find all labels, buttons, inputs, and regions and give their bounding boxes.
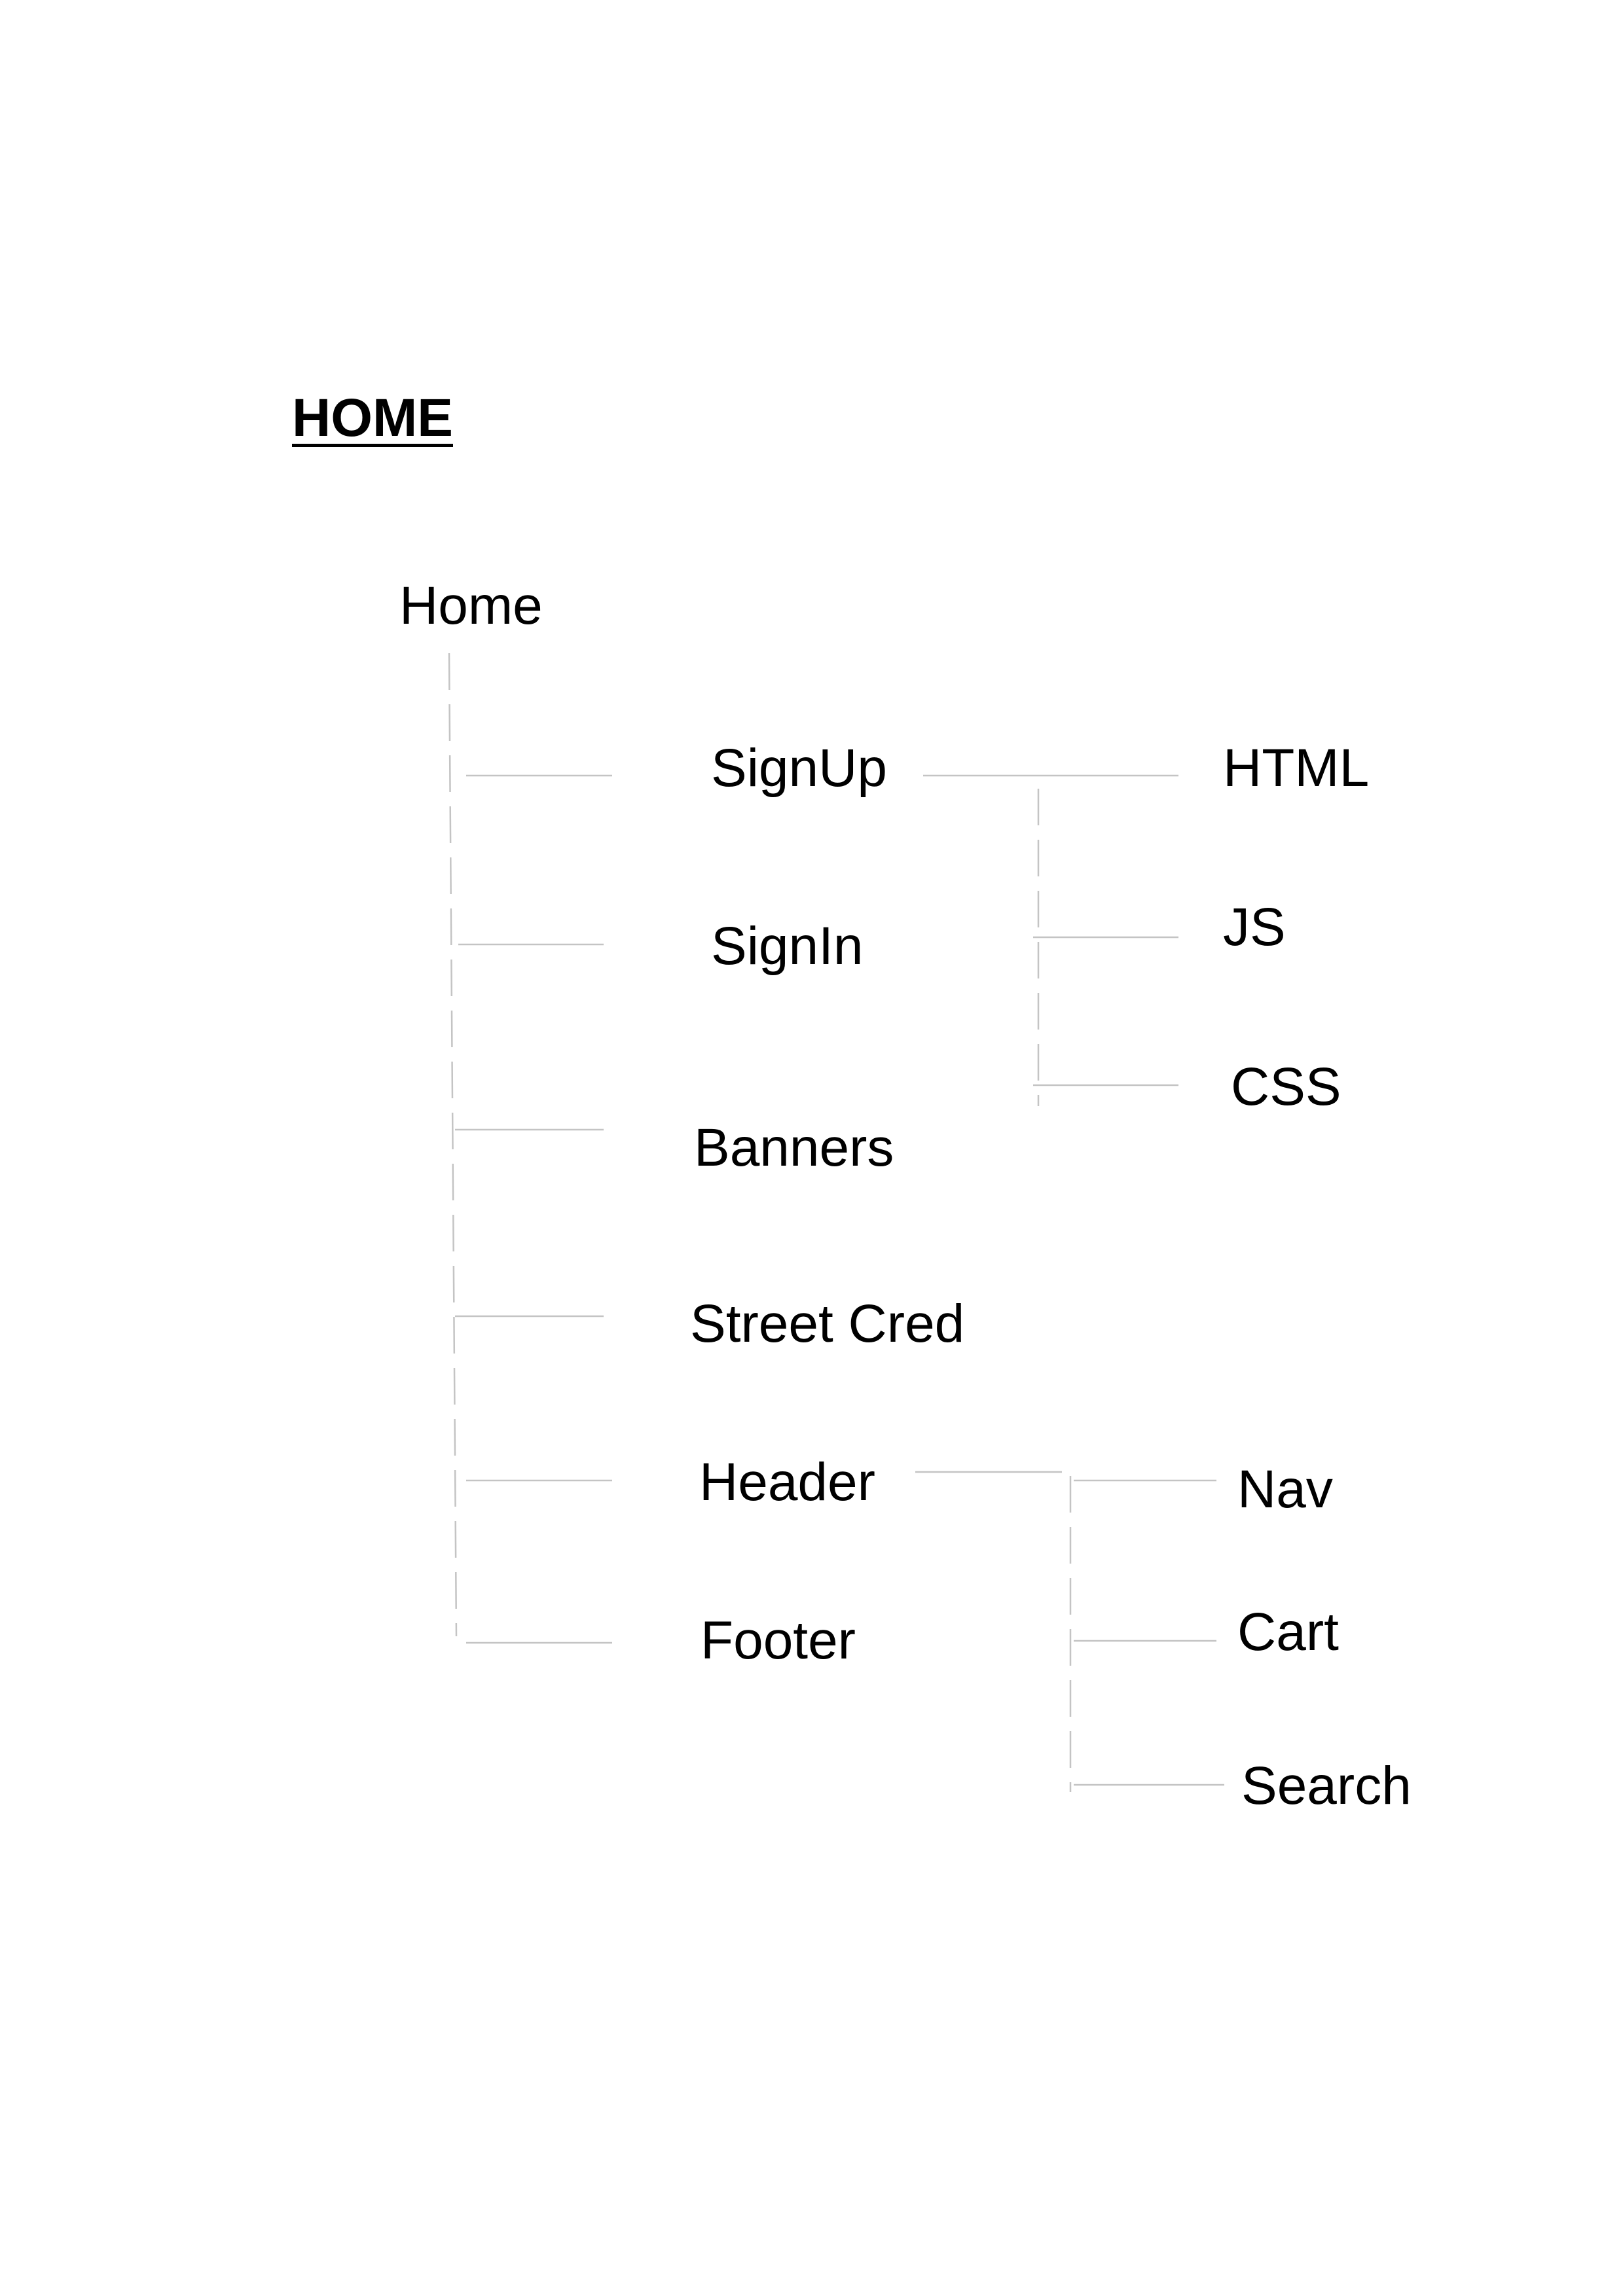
node-header: Header	[699, 1452, 875, 1512]
node-nav: Nav	[1237, 1460, 1333, 1519]
node-footer: Footer	[701, 1611, 856, 1670]
node-html: HTML	[1223, 738, 1370, 798]
node-signin: SignIn	[711, 916, 864, 976]
node-street-cred: Street Cred	[690, 1294, 965, 1354]
trunk-line	[448, 653, 458, 1637]
node-home: Home	[399, 576, 543, 636]
node-js: JS	[1223, 897, 1286, 957]
node-cart: Cart	[1237, 1602, 1339, 1662]
page-title: HOME	[292, 388, 453, 448]
node-banners: Banners	[694, 1118, 894, 1177]
node-signup: SignUp	[711, 738, 887, 798]
node-css: CSS	[1231, 1057, 1341, 1117]
node-search: Search	[1241, 1756, 1412, 1816]
